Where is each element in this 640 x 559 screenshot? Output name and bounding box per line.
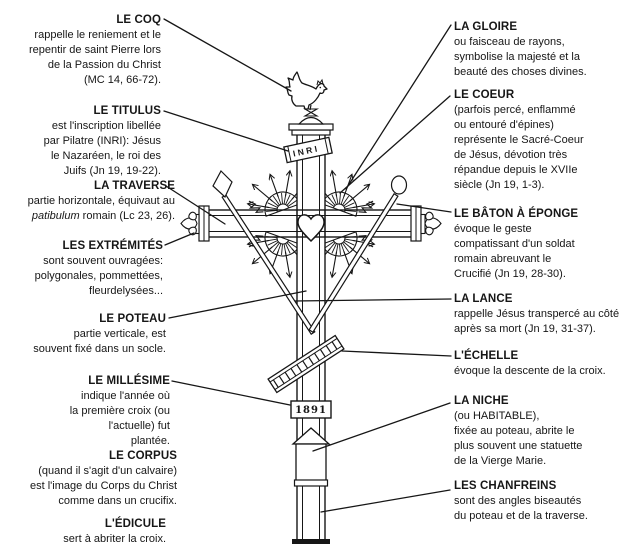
label-le-baton-a-eponge-title: LE BÂTON À ÉPONGE (454, 208, 579, 220)
label-la-niche-title: LA NICHE (454, 395, 509, 407)
label-le-baton-a-eponge: LE BÂTON À ÉPONGE évoque le geste compat… (454, 208, 579, 280)
label-le-coq-title: LE COQ (116, 14, 161, 26)
label-les-chanfreins-title: LES CHANFREINS (454, 480, 557, 492)
leader-le-millesime (171, 380, 291, 406)
left-extremity-fleur (180, 211, 198, 236)
sacred-heart (297, 214, 325, 243)
label-les-extremites: LES EXTRÉMITÉS sont souvent ouvragées: p… (34, 240, 163, 297)
label-la-gloire-title: LA GLOIRE (454, 21, 518, 33)
leader-la-traverse (165, 185, 226, 225)
lance-staff (212, 170, 316, 336)
leader-l-echelle (341, 350, 452, 357)
leader-lines (163, 18, 452, 513)
rooster-illustration (285, 71, 328, 111)
label-l-edicule-title: L'ÉDICULE (104, 518, 166, 530)
label-le-millesime-title: LE MILLÉSIME (88, 375, 170, 387)
label-la-traverse-title: LA TRAVERSE (94, 180, 175, 192)
leader-la-lance (294, 298, 452, 302)
niche-shrine (291, 427, 331, 487)
label-l-edicule: L'ÉDICULE sert à abriter la croix. (63, 518, 166, 545)
post-cap (288, 108, 334, 136)
right-extremity-fleur (424, 211, 442, 236)
label-les-extremites-title: LES EXTRÉMITÉS (62, 240, 163, 252)
ladder (267, 334, 345, 394)
leader-le-coeur (339, 95, 451, 194)
leader-le-coq (163, 18, 292, 92)
millesime-text: 1891 (295, 405, 327, 416)
label-le-corpus: LE CORPUS (quand il s'agit d'un calvaire… (30, 450, 177, 507)
label-le-coq: LE COQ rappelle le reniement et le repen… (28, 14, 161, 86)
label-les-chanfreins: LES CHANFREINS sont des angles biseautés… (454, 480, 588, 522)
base-socle (292, 539, 330, 544)
leader-le-titulus (163, 110, 289, 152)
label-l-echelle: L'ÉCHELLE évoque la descente de la croix… (454, 350, 606, 377)
inri-banner: INRI (283, 136, 333, 164)
label-l-echelle-title: L'ÉCHELLE (454, 350, 519, 362)
label-le-millesime: LE MILLÉSIME indique l'année où la premi… (69, 375, 170, 447)
label-la-traverse: LA TRAVERSE partie horizontale, équivaut… (27, 180, 175, 222)
label-le-titulus-title: LE TITULUS (93, 105, 161, 117)
label-le-poteau-title: LE POTEAU (99, 313, 166, 325)
label-le-poteau: LE POTEAU partie verticale, est souvent … (33, 313, 166, 355)
label-la-lance: LA LANCE rappelle Jésus transpercé au cô… (454, 293, 620, 335)
label-la-lance-title: LA LANCE (454, 293, 513, 305)
leader-les-chanfreins (320, 489, 451, 513)
leader-le-baton (396, 203, 452, 213)
label-la-gloire: LA GLOIRE ou faisceau de rayons, symboli… (454, 21, 587, 78)
label-le-coeur: LE COEUR (parfois percé, enflammé ou ent… (454, 89, 584, 191)
label-le-titulus: LE TITULUS est l'inscription libellée pa… (43, 105, 161, 177)
sponge-staff (308, 175, 408, 334)
label-le-corpus-title: LE CORPUS (109, 450, 177, 462)
leader-la-niche (312, 402, 451, 452)
label-la-niche: LA NICHE (ou HABITABLE), fixée au poteau… (454, 395, 583, 467)
leader-la-gloire (345, 24, 452, 190)
leader-le-poteau (168, 290, 307, 319)
leader-les-extremites (164, 232, 195, 246)
date-plaque: 1891 (290, 400, 332, 419)
label-le-coeur-title: LE COEUR (454, 89, 515, 101)
